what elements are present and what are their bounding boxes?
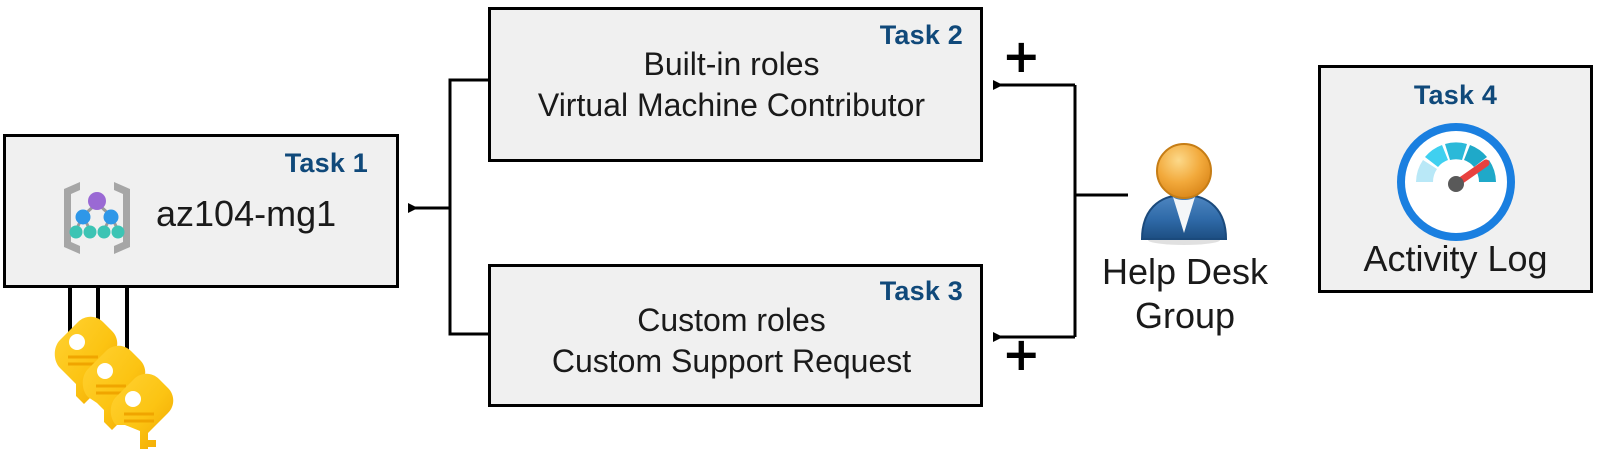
task3-line1: Custom roles: [637, 302, 826, 338]
gauge-icon: [1396, 123, 1515, 241]
key-2: [82, 345, 146, 430]
task3-text-block: Custom roles Custom Support Request: [491, 300, 972, 382]
key-1: [54, 316, 118, 404]
task2-line2: Virtual Machine Contributor: [537, 86, 926, 123]
user-group-icon: [1140, 143, 1228, 245]
task2-box[interactable]: Task 2 Built-in roles Virtual Machine Co…: [488, 7, 983, 162]
task2-line1: Built-in roles: [643, 46, 820, 82]
task3-line2: Custom Support Request: [551, 342, 912, 379]
task1-text: az104-mg1: [156, 193, 337, 234]
person-label: Help Desk Group: [1060, 250, 1310, 338]
task4-text: Activity Log: [1363, 237, 1548, 279]
task2-text-block: Built-in roles Virtual Machine Contribut…: [491, 44, 972, 126]
key-3: [110, 373, 174, 449]
task2-label: Task 2: [879, 20, 963, 50]
task1-label: Task 1: [284, 148, 368, 178]
plus-icon-bottom: +: [1002, 327, 1041, 381]
management-group-icon: [64, 182, 130, 254]
person-label-line1: Help Desk: [1101, 251, 1269, 292]
task4-box[interactable]: Task 4 Activity Log: [1318, 65, 1593, 293]
left-connector: [408, 78, 488, 336]
task4-label: Task 4: [1413, 80, 1498, 110]
keys-icon: [54, 316, 174, 449]
task3-label: Task 3: [879, 276, 963, 306]
plus-icon-top: +: [1002, 29, 1041, 83]
person-label-line2: Group: [1134, 294, 1236, 336]
task1-box[interactable]: Task 1 az104-mg1: [3, 134, 399, 288]
task3-box[interactable]: Task 3 Custom roles Custom Support Reque…: [488, 264, 983, 407]
